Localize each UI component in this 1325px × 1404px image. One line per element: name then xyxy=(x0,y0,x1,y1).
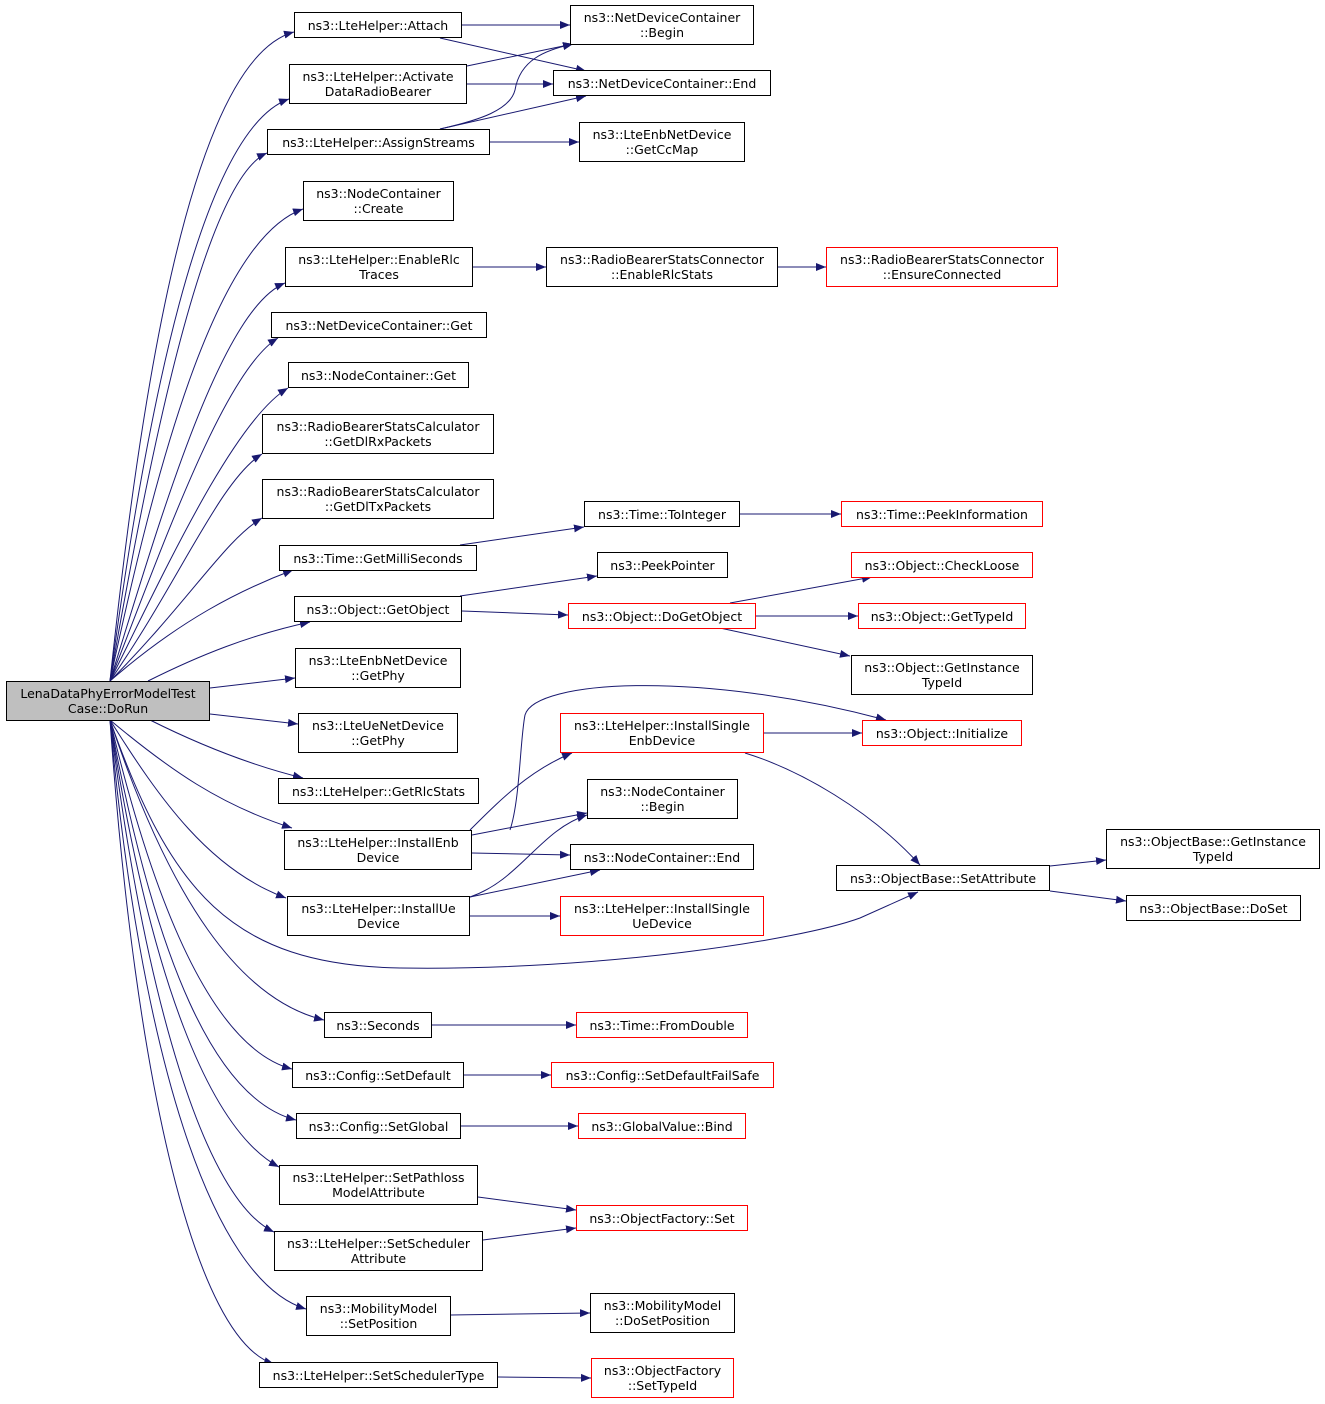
node-ncend[interactable]: ns3::NodeContainer::End xyxy=(570,844,754,870)
edge-root-setattr xyxy=(109,719,919,969)
edge-root-uegetphy xyxy=(209,713,299,727)
node-setdefaultfs[interactable]: ns3::Config::SetDefaultFailSafe xyxy=(551,1062,774,1088)
edge-root-setpath xyxy=(109,719,280,1168)
node-setglobal[interactable]: ns3::Config::SetGlobal xyxy=(296,1113,461,1139)
edge-root-setdefault xyxy=(109,719,293,1071)
node-obdoset[interactable]: ns3::ObjectBase::DoSet xyxy=(1126,895,1301,921)
edge-root-setsched xyxy=(109,719,275,1233)
edge-mmsetpos-mmdosetpos xyxy=(450,1309,591,1318)
edge-getms-toint xyxy=(459,524,585,546)
node-setschedtype[interactable]: ns3::LteHelper::SetSchedulerType xyxy=(259,1362,498,1388)
edge-instenb-ncend xyxy=(471,850,571,859)
node-ndcend[interactable]: ns3::NetDeviceContainer::End xyxy=(553,70,771,96)
edge-root-assign xyxy=(109,152,268,682)
edge-assign-ndcbegin xyxy=(439,42,574,130)
node-getccmap[interactable]: ns3::LteEnbNetDevice::GetCcMap xyxy=(579,122,745,162)
edge-root-getms xyxy=(109,569,294,682)
node-uegetphy[interactable]: ns3::LteUeNetDevice::GetPhy xyxy=(298,713,458,753)
edge-root-dltx xyxy=(109,517,263,682)
edge-root-seconds xyxy=(109,719,325,1022)
node-ncbegin[interactable]: ns3::NodeContainer::Begin xyxy=(587,779,738,819)
edge-root-mmsetpos xyxy=(109,719,307,1310)
edge-root-instue xyxy=(109,719,287,899)
edge-instue-ncend xyxy=(469,868,601,898)
edge-instenb-initialize xyxy=(509,685,887,831)
node-nccreate[interactable]: ns3::NodeContainer::Create xyxy=(303,181,454,221)
node-initialize[interactable]: ns3::Object::Initialize xyxy=(862,720,1022,746)
node-fromdouble[interactable]: ns3::Time::FromDouble xyxy=(576,1012,748,1038)
edge-dogetobj-getinsttid xyxy=(719,627,851,658)
edge-setpath-ofset xyxy=(477,1196,577,1213)
edge-instue-ncbegin xyxy=(469,814,588,898)
edge-instenb-instsenb xyxy=(469,752,573,831)
edge-root-enbgetphy xyxy=(209,675,296,689)
node-rbscrlc[interactable]: ns3::RadioBearerStatsConnector::EnableRl… xyxy=(546,247,778,287)
edge-getobj-dogetobj xyxy=(461,610,569,619)
node-toint[interactable]: ns3::Time::ToInteger xyxy=(584,501,740,527)
node-setattr[interactable]: ns3::ObjectBase::SetAttribute xyxy=(836,865,1050,891)
edge-setattr-obdoset xyxy=(1049,890,1127,904)
edge-root-dlrx xyxy=(109,453,263,682)
node-getobj[interactable]: ns3::Object::GetObject xyxy=(294,596,462,622)
node-getms[interactable]: ns3::Time::GetMilliSeconds xyxy=(279,545,477,571)
node-gvbind[interactable]: ns3::GlobalValue::Bind xyxy=(578,1113,746,1139)
edge-root-nccreate xyxy=(109,208,304,682)
node-enbgetphy[interactable]: ns3::LteEnbNetDevice::GetPhy xyxy=(295,648,461,688)
node-seconds[interactable]: ns3::Seconds xyxy=(324,1012,432,1038)
node-rbsce[interactable]: ns3::RadioBearerStatsConnector::EnsureCo… xyxy=(826,247,1058,287)
edge-activate-ndcbegin xyxy=(466,42,574,67)
node-ofset[interactable]: ns3::ObjectFactory::Set xyxy=(576,1205,748,1231)
node-dltx[interactable]: ns3::RadioBearerStatsCalculator::GetDlTx… xyxy=(262,479,494,519)
edge-root-instenb xyxy=(109,719,293,829)
edge-setattr-obgetinst xyxy=(1049,857,1107,867)
edge-setschedtype-ofsettype xyxy=(497,1373,592,1382)
node-ndcbegin[interactable]: ns3::NetDeviceContainer::Begin xyxy=(570,5,754,45)
node-ndcget[interactable]: ns3::NetDeviceContainer::Get xyxy=(271,312,487,338)
node-attach[interactable]: ns3::LteHelper::Attach xyxy=(294,12,462,38)
edge-root-getrlc xyxy=(149,719,304,780)
node-setdefault[interactable]: ns3::Config::SetDefault xyxy=(292,1062,464,1088)
edge-root-getobj xyxy=(147,620,311,682)
edge-attach-ndcend xyxy=(439,37,587,73)
node-checkloose[interactable]: ns3::Object::CheckLoose xyxy=(851,552,1033,578)
node-getrlc[interactable]: ns3::LteHelper::GetRlcStats xyxy=(278,778,479,804)
node-peekinfo[interactable]: ns3::Time::PeekInformation xyxy=(841,501,1043,527)
edge-root-attach xyxy=(109,30,295,682)
edge-root-enablerlc xyxy=(109,282,286,682)
edge-instenb-ncbegin xyxy=(471,810,588,836)
node-ofsettype[interactable]: ns3::ObjectFactory::SetTypeId xyxy=(591,1358,734,1398)
edge-setsched-ofset xyxy=(482,1225,577,1241)
edge-root-activate xyxy=(109,98,290,682)
edge-getobj-peekptr xyxy=(459,573,598,597)
edge-instsenb-setattr xyxy=(744,752,921,866)
edge-root-ndcget xyxy=(109,337,279,682)
node-peekptr[interactable]: ns3::PeekPointer xyxy=(597,552,728,578)
edge-root-setschedtype xyxy=(109,719,275,1365)
node-dogetobj[interactable]: ns3::Object::DoGetObject xyxy=(568,603,756,629)
node-mmsetpos[interactable]: ns3::MobilityModel::SetPosition xyxy=(306,1296,451,1336)
edge-dogetobj-checkloose xyxy=(729,574,873,604)
node-assign[interactable]: ns3::LteHelper::AssignStreams xyxy=(267,129,490,155)
edge-root-ncget xyxy=(109,387,289,682)
node-dlrx[interactable]: ns3::RadioBearerStatsCalculator::GetDlRx… xyxy=(262,414,494,454)
node-mmdosetpos[interactable]: ns3::MobilityModel::DoSetPosition xyxy=(590,1293,735,1333)
node-gettypeid[interactable]: ns3::Object::GetTypeId xyxy=(858,603,1026,629)
edge-assign-ndcend xyxy=(439,94,587,130)
edge-root-setglobal xyxy=(109,719,297,1122)
node-ncget[interactable]: ns3::NodeContainer::Get xyxy=(288,362,469,388)
